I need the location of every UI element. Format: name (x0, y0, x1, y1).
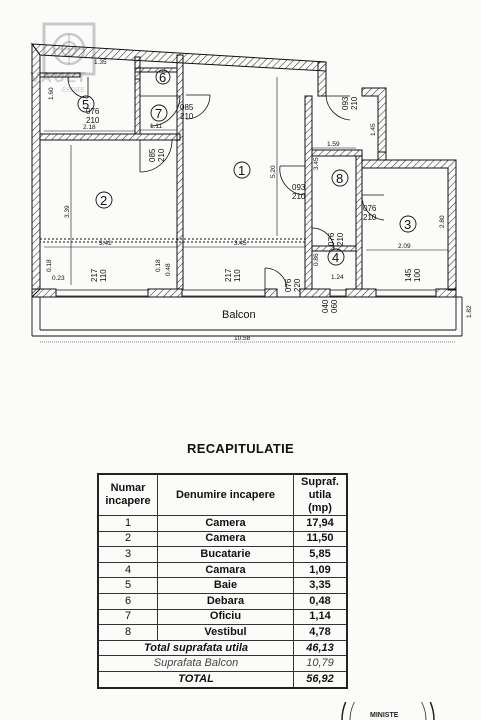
recap-title: RECAPITULATIE (187, 441, 294, 456)
floor-plan: Balcon 1 2 3 4 5 6 7 8 3.41 3.45 2.18 1.… (30, 42, 473, 343)
dim-1058: 10.58 (234, 335, 251, 342)
total-row: TOTAL 56,92 (97, 670, 348, 689)
dim-218: 2.18 (83, 124, 96, 131)
windows (56, 289, 436, 297)
svg-text:210: 210 (363, 213, 377, 222)
door-label-8-left: 093 (292, 183, 306, 192)
dim-209: 2.09 (398, 243, 411, 250)
dim-124: 1.24 (331, 274, 344, 281)
balcon-label: Balcon (222, 309, 256, 321)
dim-345b: 3.45 (313, 157, 320, 170)
svg-text:060: 060 (330, 299, 339, 313)
room-number-4: 4 (332, 250, 339, 265)
door-label-1-top: 093 (341, 96, 350, 110)
svg-text:210: 210 (336, 232, 345, 246)
dim-023: 0.23 (52, 275, 65, 282)
door-label-5: 076 (86, 107, 100, 116)
svg-text:210: 210 (292, 192, 306, 201)
dimension-labels: 3.41 3.45 2.18 1.11 1.59 2.09 1.24 1.35 … (46, 59, 473, 342)
dim-111: 1.11 (150, 123, 163, 130)
room-number-1: 1 (238, 163, 245, 178)
dim-182: 1.82 (466, 305, 473, 318)
svg-text:100: 100 (413, 268, 422, 282)
dim-345: 3.45 (234, 240, 247, 247)
balcony (31, 296, 463, 337)
svg-text:220: 220 (293, 278, 302, 292)
official-stamp: MINISTE (341, 702, 435, 720)
dim-048: 0.48 (165, 263, 172, 276)
dimension-lines (40, 77, 456, 343)
dim-018a: 0.18 (46, 259, 53, 272)
door-label-7: 085 (180, 103, 194, 112)
window-label-2: 217 (90, 268, 99, 282)
recap-table: Numar incapere Denumire incapere Supraf.… (97, 473, 348, 689)
dim-086: 0.86 (313, 253, 320, 266)
room-number-5: 5 (82, 97, 89, 112)
dim-159: 1.59 (327, 141, 340, 148)
dim-145: 1.45 (370, 123, 377, 136)
header-suprafata: Supraf. utila (mp) (293, 473, 348, 516)
dim-018b: 0.18 (155, 259, 162, 272)
svg-text:210: 210 (180, 112, 194, 121)
door-label-balcony: 076 (284, 278, 293, 292)
room-number-2: 2 (100, 193, 107, 208)
door-label-4: 076 (327, 232, 336, 246)
dim-135: 1.35 (94, 59, 107, 66)
svg-text:210: 210 (350, 96, 359, 110)
svg-text:110: 110 (99, 269, 108, 282)
dim-160: 1.60 (48, 87, 55, 100)
svg-text:210: 210 (86, 116, 100, 125)
room-markers: 1 2 3 4 5 6 7 8 (77, 69, 417, 266)
room-number-7: 7 (155, 106, 162, 121)
door-label-3: 076 (363, 204, 377, 213)
total-util-row: Total suprafata utila 46,13 (97, 639, 348, 657)
stamp-text: MINISTE (370, 712, 399, 719)
header-denumire: Denumire incapere (157, 473, 294, 516)
dim-341: 3.41 (99, 240, 112, 247)
window-label-1: 217 (224, 268, 233, 282)
door-label-2: 085 (148, 148, 157, 162)
svg-text:110: 110 (233, 269, 242, 282)
table-header-row: Numar incapere Denumire incapere Supraf.… (97, 473, 348, 516)
balcon-row: Suprafata Balcon 10,79 (97, 655, 348, 672)
room-number-3: 3 (404, 217, 411, 232)
dim-520: 5.20 (270, 165, 277, 178)
door-labels: 076 210 085 210 085 210 093 210 093 210 … (86, 96, 422, 313)
room-number-8: 8 (336, 171, 343, 186)
room-number-6: 6 (159, 70, 166, 85)
window-label-3: 145 (404, 268, 413, 282)
header-numar: Numar incapere (97, 473, 158, 516)
window-label-8: 040 (321, 299, 330, 313)
dim-280: 2.80 (439, 215, 446, 228)
door-swings (67, 76, 385, 290)
dim-339: 3.39 (64, 205, 71, 218)
svg-text:210: 210 (157, 148, 166, 162)
